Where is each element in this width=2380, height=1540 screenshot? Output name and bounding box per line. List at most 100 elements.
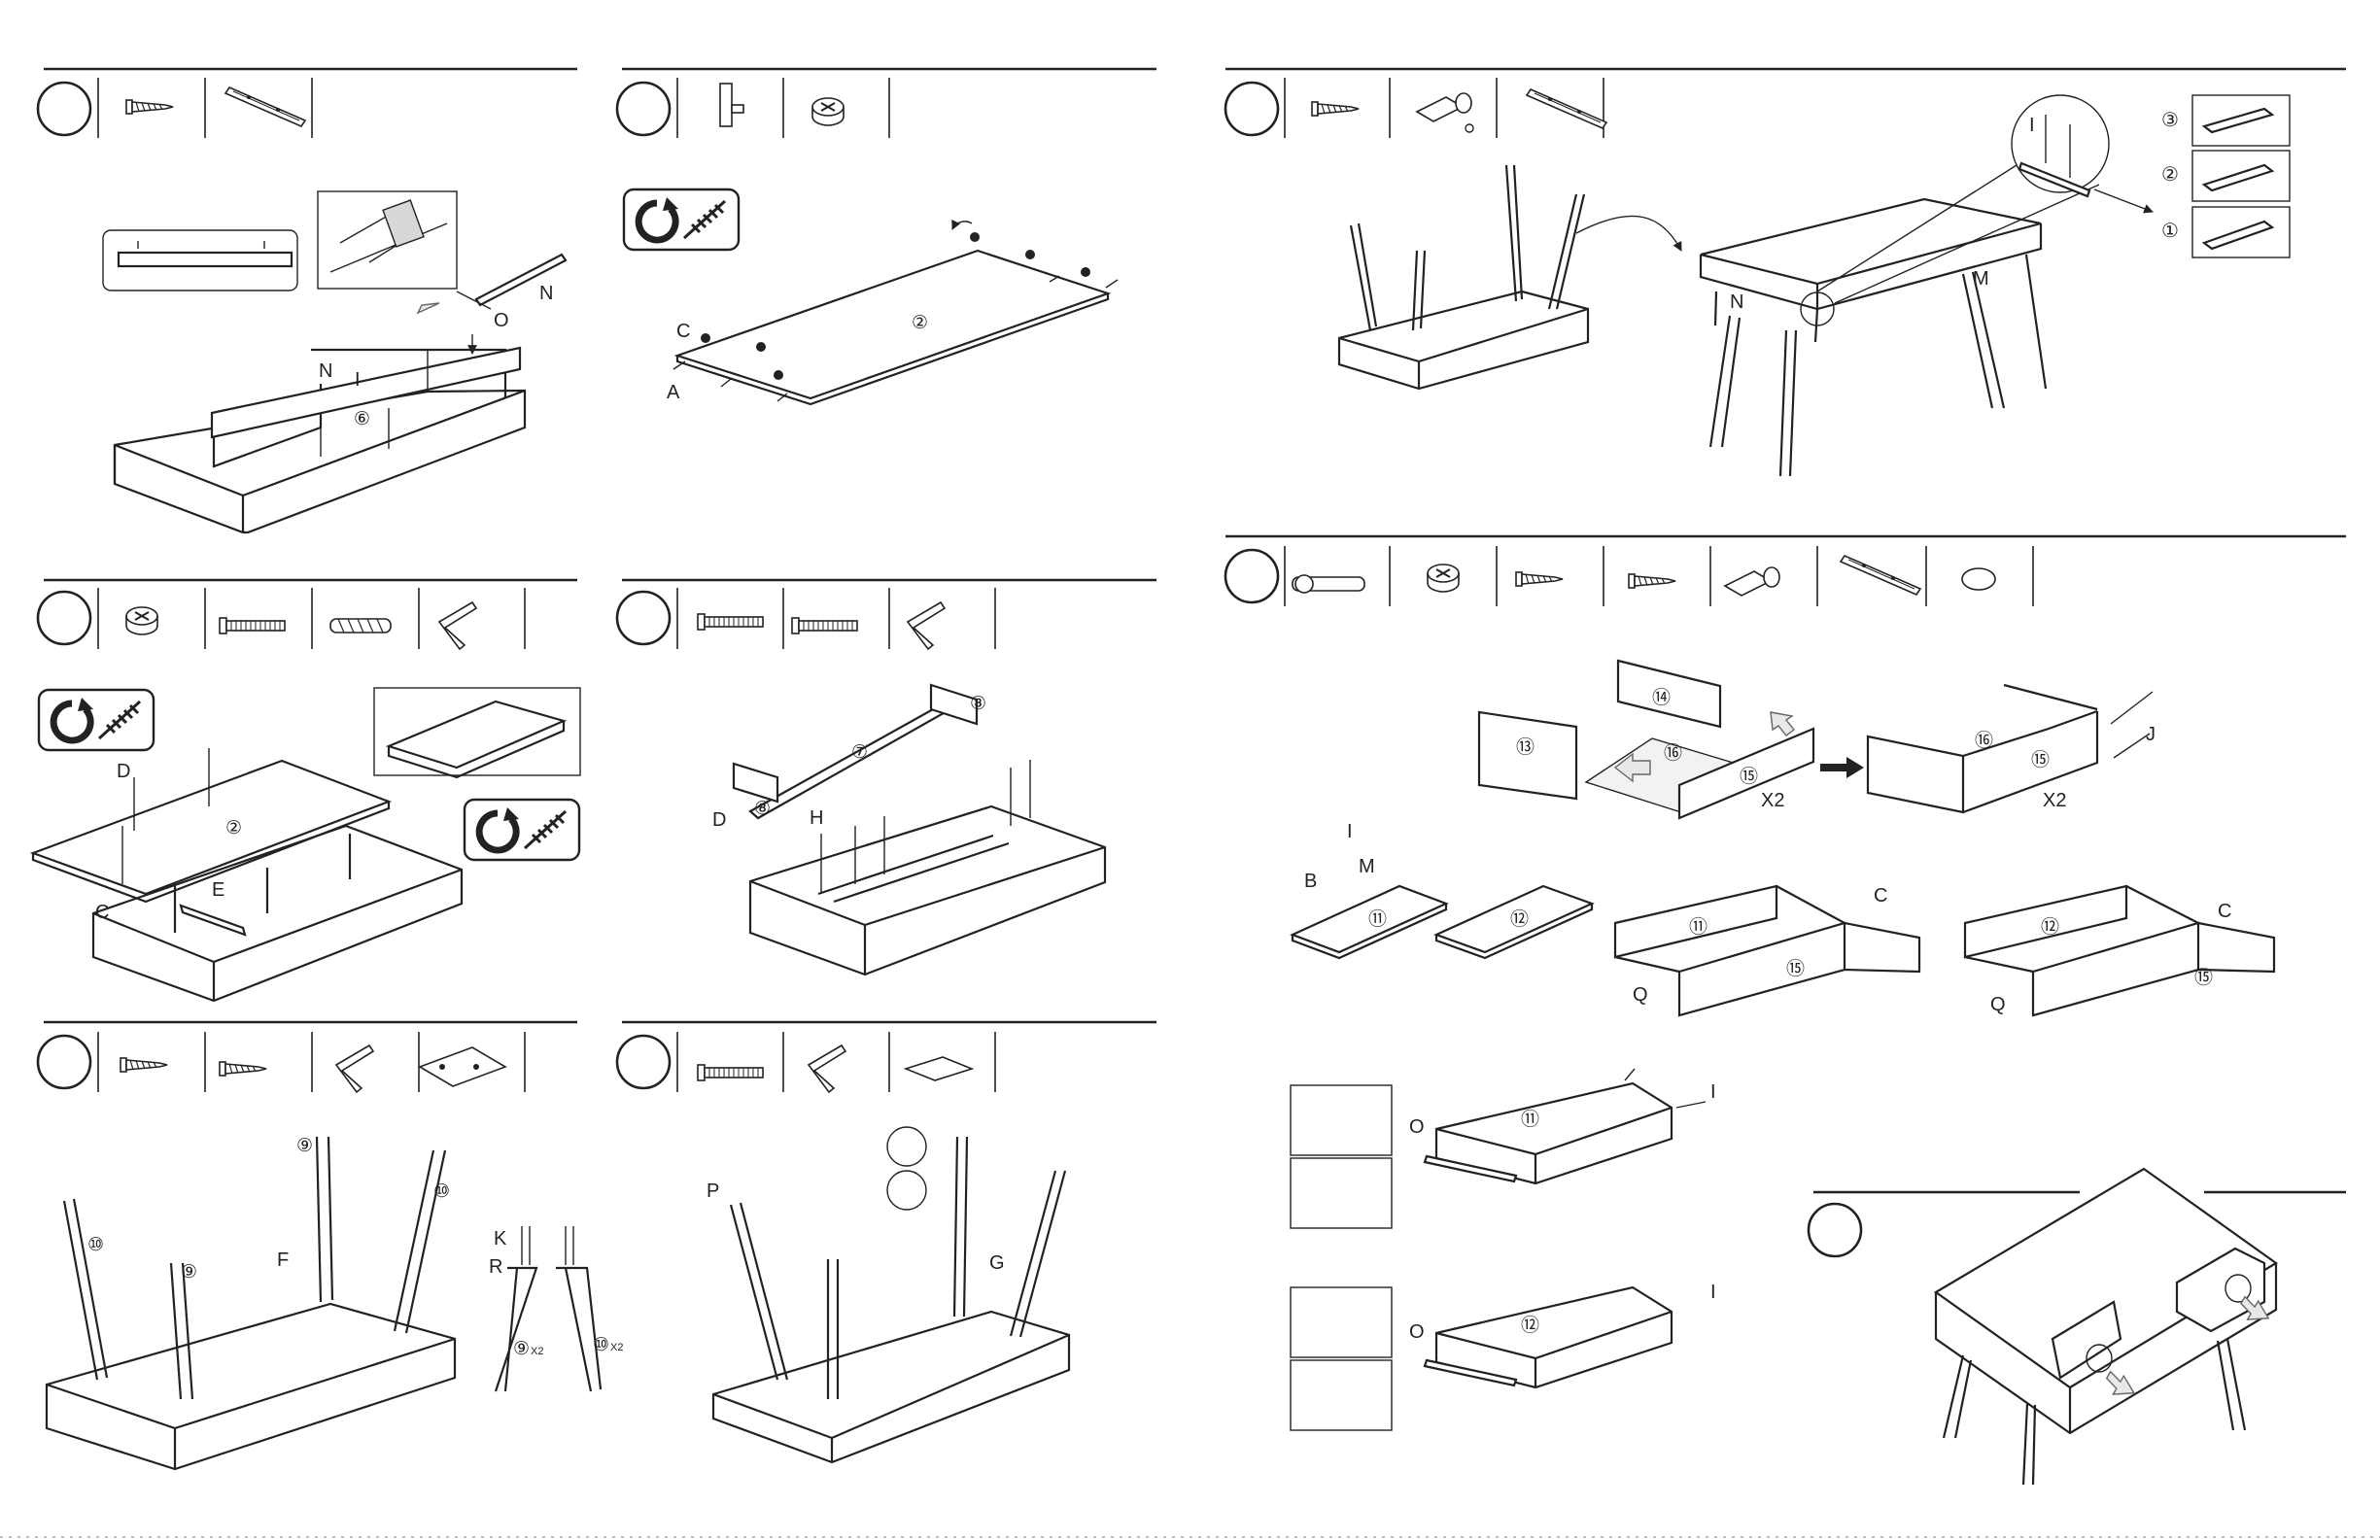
allen-key-icon <box>439 602 476 649</box>
label-C-2: C <box>95 902 109 923</box>
step-number-circle <box>38 1036 90 1088</box>
allen-key-icon <box>809 1045 845 1092</box>
part-9: ⑨ <box>181 1262 197 1283</box>
mult-x2: X2 <box>531 1346 543 1357</box>
step-number-circle <box>617 1036 670 1088</box>
part-10: ⑩ <box>87 1235 104 1255</box>
step-number-circle <box>1225 550 1278 602</box>
screw-icon <box>1629 574 1675 588</box>
allen-key-icon <box>336 1045 373 1092</box>
step-number-circle <box>1225 83 1278 135</box>
bolt-icon <box>698 614 763 630</box>
step-5-support-rail: ⑦ ⑧ ⑧ D H <box>617 580 1156 975</box>
dowel-icon <box>1293 575 1364 593</box>
label-Q: Q <box>1633 984 1648 1006</box>
label-R: R <box>489 1256 502 1278</box>
part-8-b: ⑧ <box>754 799 771 819</box>
substep-3: ③ <box>2161 110 2179 131</box>
part-11-c: ⑪ <box>1521 1109 1539 1130</box>
part-10-b: ⑩ <box>433 1181 450 1202</box>
part-12: ⑫ <box>1510 908 1529 930</box>
mult-x2-drawer-b: X2 <box>2043 790 2066 811</box>
screw-icon <box>126 100 173 114</box>
label-K: K <box>494 1228 507 1249</box>
cam-lock-icon <box>1428 565 1459 592</box>
label-E: E <box>212 879 224 901</box>
cam-lock-icon <box>126 607 157 634</box>
part-7: ⑦ <box>851 742 868 763</box>
rotate-drill-icon <box>624 189 739 250</box>
part-10-c: ⑩ <box>593 1335 609 1355</box>
label-F: F <box>277 1249 289 1271</box>
bolt-icon <box>792 618 857 633</box>
damper-icon <box>1725 567 1779 596</box>
label-O: O <box>494 310 509 331</box>
part-2: ② <box>912 313 928 333</box>
part-12-b: ⑫ <box>2041 916 2059 938</box>
screw-icon <box>1516 572 1563 586</box>
part-14: ⑭ <box>1652 687 1671 708</box>
part-9-c: ⑨ <box>513 1339 530 1359</box>
label-M: M <box>1973 268 1989 290</box>
part-6: ⑥ <box>354 409 370 429</box>
label-I-3: I <box>1347 821 1353 842</box>
dowel-icon <box>330 619 391 633</box>
label-H: H <box>810 807 823 829</box>
label-N-2: N <box>319 360 332 382</box>
part-16-b: ⑯ <box>1975 730 1993 751</box>
label-I-2: I <box>2029 115 2035 136</box>
screw-icon <box>220 1062 266 1076</box>
dowel-icon <box>720 84 743 126</box>
label-I-5: I <box>1710 1282 1716 1303</box>
label-G: G <box>989 1252 1005 1274</box>
step-7-feet: P G <box>617 1022 1156 1462</box>
substep-2: ② <box>2161 164 2179 186</box>
part-15: ⑮ <box>1740 766 1758 787</box>
mult-x2-b: X2 <box>610 1342 623 1353</box>
bolt-icon <box>220 618 285 633</box>
label-O-2: O <box>1409 1116 1425 1138</box>
label-I-4: I <box>1710 1081 1716 1103</box>
part-11-b: ⑪ <box>1689 916 1707 938</box>
step-9-insert-drawers <box>1809 1169 2346 1485</box>
mounting-plate-icon <box>420 1047 505 1086</box>
step-number-circle <box>617 592 670 644</box>
part-15-d: ⑮ <box>2194 967 2213 988</box>
part-15-c: ⑮ <box>1786 958 1805 979</box>
allen-key-icon <box>908 602 945 649</box>
label-C-3: C <box>1874 885 1887 907</box>
substep-1: ① <box>2161 221 2179 242</box>
bolt-icon <box>698 1065 763 1080</box>
cam-lock-icon <box>812 98 844 125</box>
step-number-circle <box>1809 1204 1861 1256</box>
part-12-c: ⑫ <box>1521 1315 1539 1336</box>
step-6-legs: ⑩ ⑨ ⑨ ⑩ F K R ⑨ X2 ⑩ X2 <box>38 1022 623 1469</box>
part-2-b: ② <box>225 818 242 838</box>
label-D: D <box>117 761 130 782</box>
step-1-drawer-slides: N O N I ⑥ <box>38 69 577 532</box>
step-number-circle <box>38 592 90 644</box>
label-O-3: O <box>1409 1321 1425 1343</box>
step-3-flip-and-rail: N M I ③ ② ① <box>1225 69 2346 476</box>
drawer-slide-icon <box>1527 89 1606 128</box>
label-I: I <box>355 369 361 391</box>
part-9-b: ⑨ <box>296 1136 313 1156</box>
mult-x2-drawer: X2 <box>1761 790 1784 811</box>
label-Q-2: Q <box>1990 994 2006 1015</box>
label-M-2: M <box>1359 856 1375 877</box>
step-4-attach-top: ② D E C <box>33 580 580 1001</box>
part-8: ⑧ <box>970 694 986 714</box>
screw-icon <box>1312 102 1359 116</box>
part-11: ⑪ <box>1368 908 1387 930</box>
step-number-circle <box>617 83 670 135</box>
rotate-drill-icon <box>39 690 154 750</box>
label-N: N <box>539 283 553 304</box>
part-15-b: ⑮ <box>2031 749 2050 770</box>
label-C-4: C <box>2218 901 2231 922</box>
felt-pad-icon <box>1962 568 1995 590</box>
step-2-top-panel-cams: ② C A <box>617 69 1156 404</box>
rotate-drill-icon <box>465 800 579 860</box>
step-number-circle <box>38 83 90 135</box>
felt-pad-icon <box>906 1057 972 1080</box>
